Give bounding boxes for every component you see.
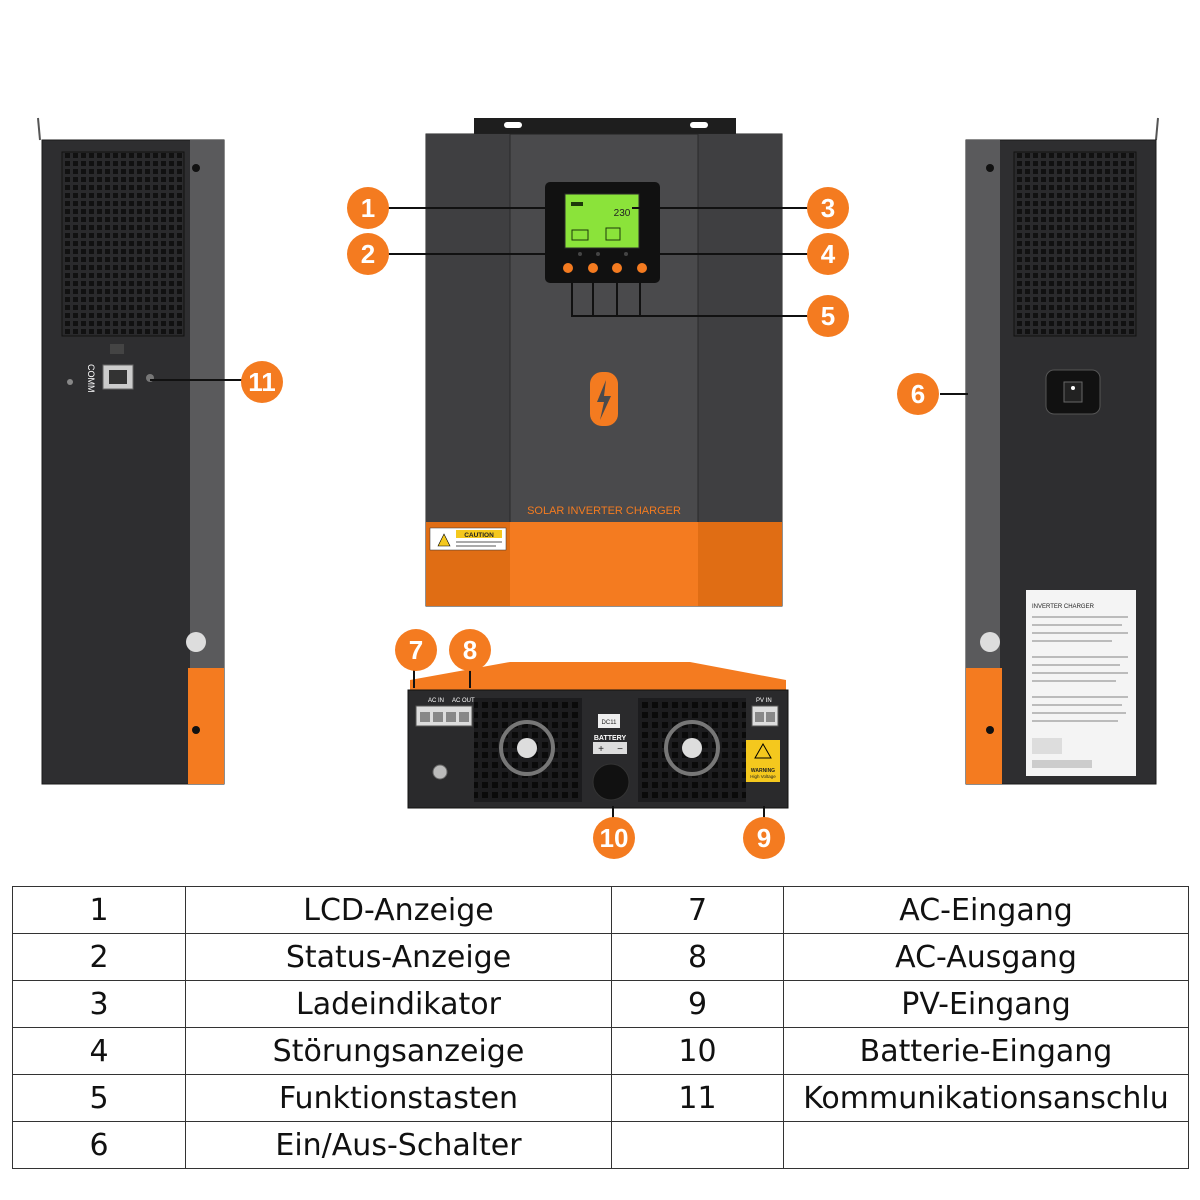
callout-10: 10 — [593, 817, 635, 859]
ground-icon — [432, 764, 448, 780]
right-side-view: INVERTER CHARGER — [965, 117, 1159, 785]
table-row: 5 Funktionstasten 11 Kommunikationsansch… — [12, 1074, 1189, 1122]
legend-number: 8 — [611, 933, 784, 981]
svg-text:2: 2 — [361, 239, 375, 269]
legend-number: 10 — [611, 1027, 784, 1075]
legend-label: Status-Anzeige — [185, 933, 612, 981]
table-row: 1 LCD-Anzeige 7 AC-Eingang — [12, 886, 1189, 934]
battery-cable-gland — [592, 763, 630, 801]
callout-6: 6 — [897, 373, 939, 415]
svg-text:WARNING: WARNING — [751, 768, 775, 774]
svg-text:7: 7 — [409, 635, 423, 665]
svg-text:6: 6 — [911, 379, 925, 409]
svg-text:+: + — [598, 744, 604, 755]
legend-number: 2 — [12, 933, 186, 981]
status-led — [578, 252, 582, 256]
legend-number: 7 — [611, 886, 784, 934]
fault-led — [624, 252, 628, 256]
callout-lines — [150, 207, 968, 818]
product-diagram: COMM SOLAR INVERTER CHARGER CAUTION 230 — [37, 117, 1159, 859]
svg-text:8: 8 — [463, 635, 477, 665]
function-button-4[interactable] — [637, 263, 647, 273]
legend-label: Störungsanzeige — [185, 1027, 612, 1075]
function-button-2[interactable] — [588, 263, 598, 273]
legend-number — [611, 1121, 784, 1169]
legend-table: 1 LCD-Anzeige 7 AC-Eingang 2 Status-Anze… — [12, 886, 1189, 1169]
bottom-view: AC IN AC OUT DC11 BATTERY + − PV IN — [407, 662, 789, 809]
legend-label: Ein/Aus-Schalter — [185, 1121, 612, 1169]
lightning-logo-icon — [590, 372, 618, 426]
callout-1: 1 — [347, 187, 389, 229]
legend-number: 1 — [12, 886, 186, 934]
right-vent-grille — [1013, 151, 1137, 337]
legend-number: 4 — [12, 1027, 186, 1075]
svg-text:11: 11 — [248, 367, 276, 397]
left-vent-grille — [61, 151, 185, 337]
warning-sticker: WARNING High Voltage — [746, 740, 780, 782]
svg-text:DC11: DC11 — [602, 720, 618, 726]
front-view: SOLAR INVERTER CHARGER CAUTION 230 — [425, 118, 783, 607]
svg-text:AC IN: AC IN — [428, 698, 444, 704]
legend-number: 9 — [611, 980, 784, 1028]
svg-text:4: 4 — [821, 239, 836, 269]
callout-5: 5 — [807, 295, 849, 337]
svg-text:PV IN: PV IN — [756, 698, 772, 704]
svg-text:230: 230 — [614, 208, 631, 219]
legend-label: LCD-Anzeige — [185, 886, 612, 934]
caution-sticker: CAUTION — [429, 527, 507, 551]
svg-text:3: 3 — [821, 193, 835, 223]
charge-led — [596, 252, 600, 256]
legend-number: 6 — [12, 1121, 186, 1169]
left-side-view: COMM — [37, 117, 225, 785]
function-button-1[interactable] — [563, 263, 573, 273]
comm-port-label: COMM — [86, 364, 96, 393]
table-row: 2 Status-Anzeige 8 AC-Ausgang — [12, 933, 1189, 981]
svg-text:High Voltage: High Voltage — [750, 774, 776, 779]
legend-number: 5 — [12, 1074, 186, 1122]
callout-9: 9 — [743, 817, 785, 859]
legend-label: Kommunikationsanschlu — [783, 1074, 1189, 1122]
svg-text:9: 9 — [757, 823, 771, 853]
comm-port — [102, 364, 134, 390]
legend-label: AC-Ausgang — [783, 933, 1189, 981]
svg-text:1: 1 — [361, 193, 375, 223]
legend-label: Funktionstasten — [185, 1074, 612, 1122]
legend-number: 11 — [611, 1074, 784, 1122]
svg-text:−: − — [617, 744, 623, 755]
legend-label: Batterie-Eingang — [783, 1027, 1189, 1075]
callout-8: 8 — [449, 629, 491, 671]
table-row: 4 Störungsanzeige 10 Batterie-Eingang — [12, 1027, 1189, 1075]
legend-label: AC-Eingang — [783, 886, 1189, 934]
callout-3: 3 — [807, 187, 849, 229]
legend-label: PV-Eingang — [783, 980, 1189, 1028]
table-row: 6 Ein/Aus-Schalter — [12, 1121, 1189, 1169]
legend-number: 3 — [12, 980, 186, 1028]
svg-text:AC OUT: AC OUT — [452, 698, 475, 704]
pv-terminal-block — [751, 705, 779, 727]
legend-label: Ladeindikator — [185, 980, 612, 1028]
svg-text:5: 5 — [821, 301, 835, 331]
function-button-3[interactable] — [612, 263, 622, 273]
callout-badges: 1 2 3 4 5 6 7 8 9 10 11 — [241, 187, 939, 859]
legend-label — [783, 1121, 1189, 1169]
callout-2: 2 — [347, 233, 389, 275]
svg-text:CAUTION: CAUTION — [464, 532, 494, 539]
table-row: 3 Ladeindikator 9 PV-Eingang — [12, 980, 1189, 1028]
callout-7: 7 — [395, 629, 437, 671]
svg-text:INVERTER CHARGER: INVERTER CHARGER — [1032, 604, 1095, 610]
ac-terminal-block — [415, 705, 473, 727]
callout-11: 11 — [241, 361, 283, 403]
svg-text:BATTERY: BATTERY — [594, 735, 627, 742]
front-brand-text: SOLAR INVERTER CHARGER — [527, 505, 681, 517]
callout-4: 4 — [807, 233, 849, 275]
battery-terminals — [593, 742, 627, 754]
svg-text:10: 10 — [600, 823, 629, 853]
